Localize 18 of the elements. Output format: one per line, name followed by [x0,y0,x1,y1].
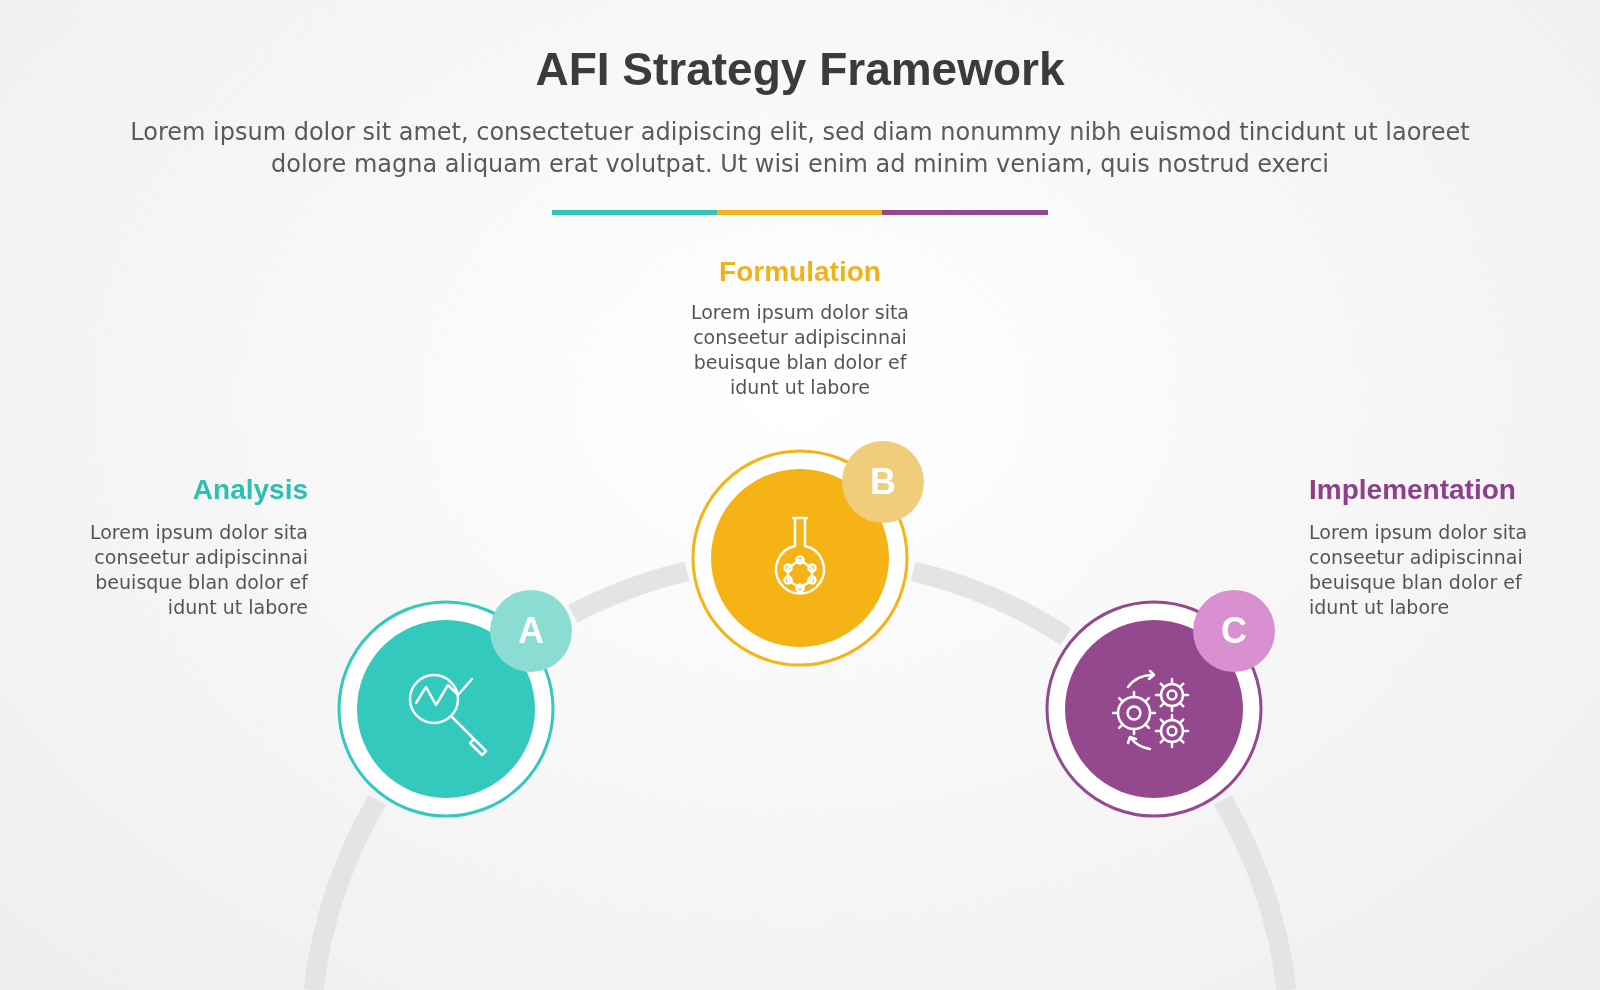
badge-letter: C [1220,609,1248,653]
arc-connector [568,561,690,623]
title: AFI Strategy Framework [534,42,1066,96]
arc-connector [1213,795,1297,990]
step-title: Implementation [1309,474,1517,506]
step-description: Lorem ipsum dolor sita conseetur adipiscinnai beuisque blan dolor ef idunt ut labore [1309,520,1529,620]
step-title: Analysis [191,474,308,506]
badge-letter: A [517,609,545,653]
step-description: Lorem ipsum dolor sita conseetur adipiscinnai beuisque blan dolor ef idunt ut labore [689,300,910,400]
subtitle-text: Lorem ipsum dolor sit amet, consectetuer adipiscing elit, sed diam nonummy nibh euismod tincidunt ut laoreet dolore magna aliquam erat volutpat. Ut wisi enim ad minim veniam, quis nostrud exerci [129,117,1471,180]
arc-connector [910,561,1072,646]
lettered-step-circle [1045,590,1275,818]
lettered-step-circle [337,590,572,818]
step-description: Lorem ipsum dolor sita conseetur adipiscinnai beuisque blan dolor ef idunt ut labore [88,520,308,620]
step-title: Formulation [718,256,882,288]
badge-letter: B [869,460,897,504]
arc-connector [303,795,387,990]
lettered-step-circle [691,441,924,667]
